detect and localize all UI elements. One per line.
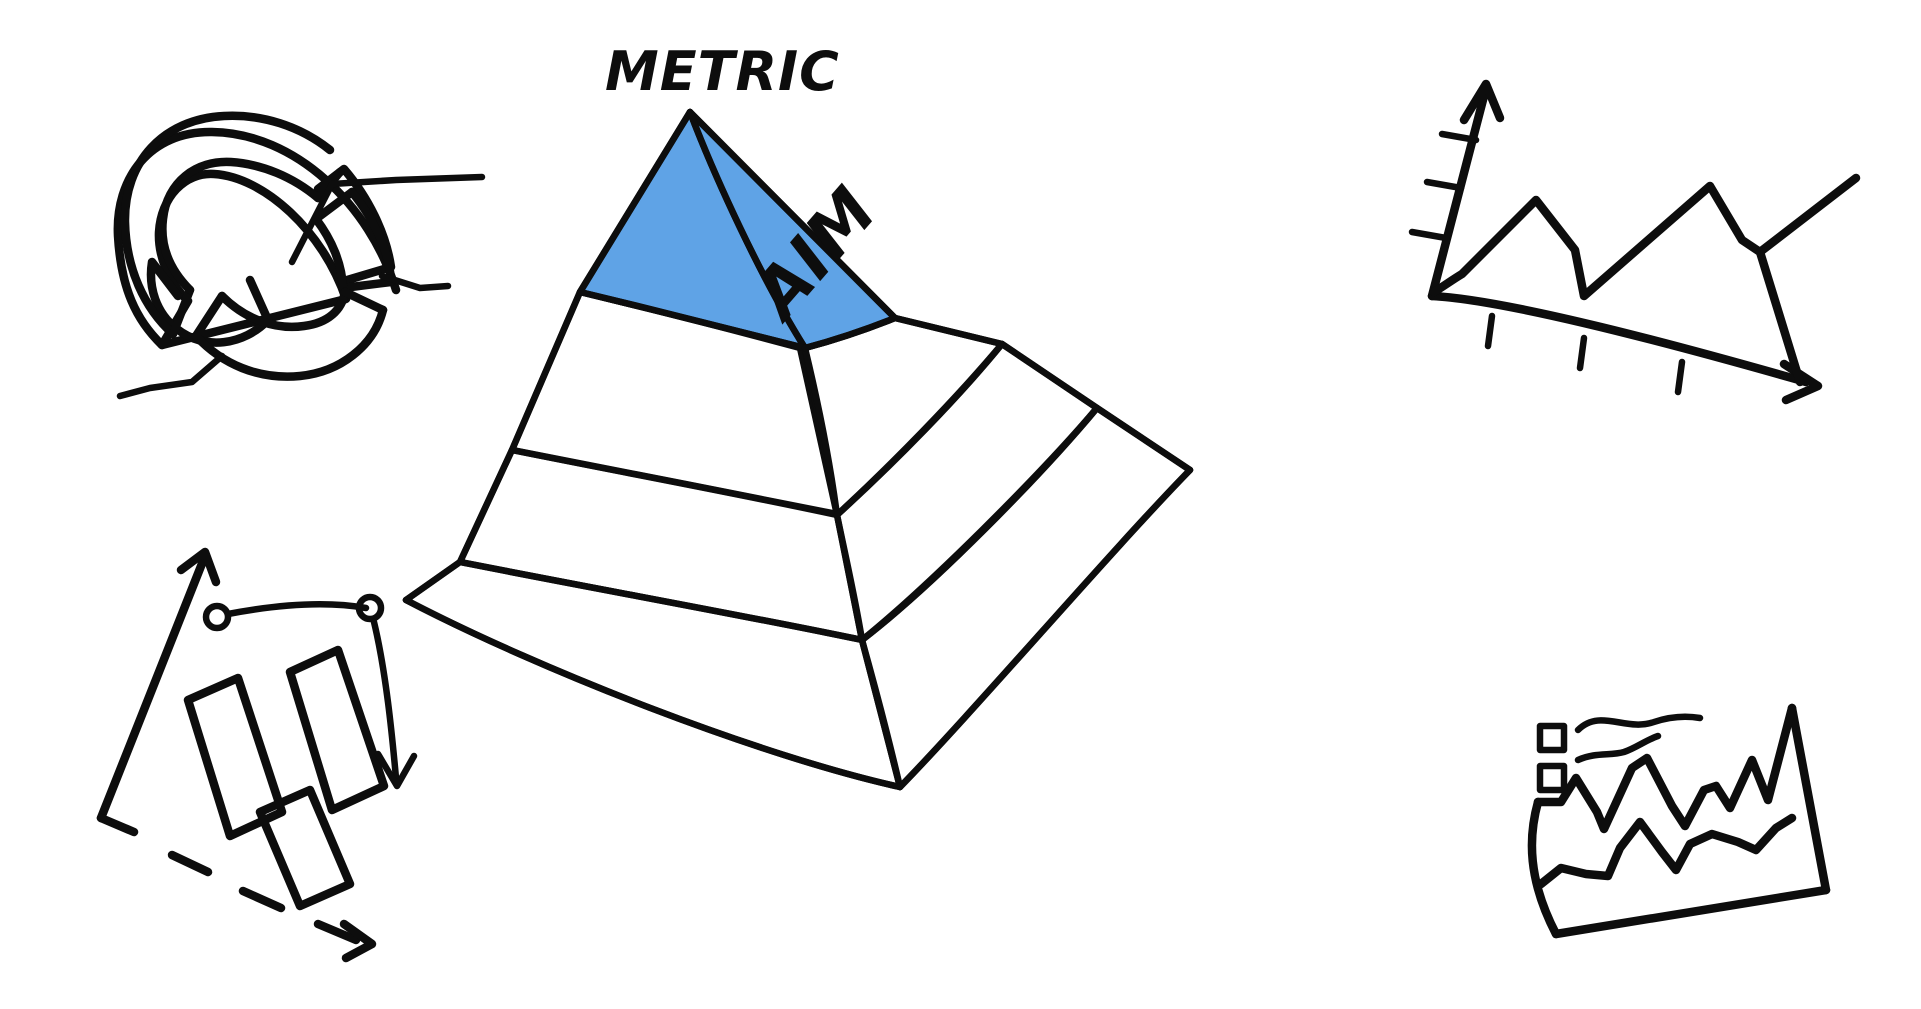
area-chart-doodle[interactable]	[1527, 703, 1831, 939]
donut-leader-line-3[interactable]	[116, 352, 226, 400]
line-chart-x-tick-1	[1484, 312, 1496, 350]
pyramid-divider-2-right	[833, 340, 1006, 519]
bar-chart-bar-1[interactable]	[183, 673, 287, 841]
area-chart-right-wall	[1787, 703, 1831, 895]
line-chart-series-line[interactable]	[1429, 173, 1861, 301]
donut-gap-bottom-left	[191, 291, 227, 341]
area-chart-legend-squiggle-1	[1574, 713, 1704, 734]
bar-chart-marker-1[interactable]	[202, 602, 232, 632]
line-chart-y-axis	[1427, 91, 1489, 301]
area-chart-legend-squiggle-2	[1574, 732, 1662, 764]
bar-chart-trend-line[interactable]	[224, 600, 370, 618]
line-chart-x-tick-3	[1674, 358, 1686, 396]
bar-chart-drop-arrow-shaft	[370, 618, 400, 782]
pyramid-base-left-edge	[402, 596, 904, 791]
donut-chart-doodle[interactable]	[113, 111, 486, 400]
pyramid-divider-3-left	[456, 558, 866, 644]
bar-chart-x-axis-dash-1	[96, 813, 139, 837]
line-chart-x-axis	[1427, 291, 1811, 387]
line-chart-y-tick-2	[1423, 178, 1465, 192]
line-chart-y-axis-arrowhead	[1459, 79, 1505, 125]
bar-chart-x-axis-dash-4	[313, 919, 361, 945]
bar-chart-doodle[interactable]	[96, 547, 418, 963]
donut-gap-right	[311, 187, 357, 224]
bar-chart-y-axis-arrowhead	[176, 547, 221, 587]
pyramid-divider-3-right	[858, 404, 1101, 644]
area-chart-series-2[interactable]	[1536, 813, 1797, 889]
donut-arc-outer-a	[120, 111, 335, 339]
donut-segment-1-body[interactable]	[154, 169, 351, 350]
area-chart-series-1[interactable]	[1533, 703, 1797, 834]
line-chart-y-tick-3	[1438, 130, 1480, 144]
line-chart-x-tick-2	[1576, 334, 1588, 372]
donut-gap-left	[168, 285, 195, 339]
pyramid-divider-2-left	[508, 446, 841, 519]
area-chart-baseline	[1551, 885, 1831, 939]
area-chart-legend-swatch-2[interactable]	[1536, 762, 1568, 794]
donut-leader-line-2[interactable]	[378, 272, 452, 292]
area-chart-left-wall	[1527, 797, 1561, 939]
line-chart-doodle[interactable]	[1408, 79, 1861, 405]
line-chart-series-tail[interactable]	[1755, 247, 1805, 387]
area-chart-legend-swatch-1[interactable]	[1536, 722, 1568, 754]
donut-segment-1[interactable]	[113, 127, 401, 350]
bar-chart-x-axis-dash-2	[167, 850, 213, 877]
bar-chart-x-axis-arrowhead	[339, 919, 377, 963]
donut-arc-inner-b	[311, 214, 348, 293]
pyramid-divider-1-right	[801, 314, 899, 352]
bar-chart-bar-3[interactable]	[255, 785, 355, 911]
pyramid-front-ridge	[686, 108, 904, 791]
donut-ring-outline	[120, 111, 396, 381]
bar-chart-drop-arrow-head	[374, 750, 418, 790]
bar-chart-bar-2[interactable]	[285, 645, 389, 815]
pyramid-apex-label: METRIC	[605, 40, 840, 103]
bar-chart-marker-2[interactable]	[355, 593, 385, 623]
line-chart-y-tick-1	[1408, 228, 1450, 242]
bar-chart-y-axis	[96, 551, 210, 823]
donut-gap-bottom-right	[340, 287, 388, 315]
metric-pyramid[interactable]: METRIC AIM	[402, 40, 1194, 791]
pyramid-divider-1-left	[576, 288, 809, 352]
bar-chart-x-axis-dash-3	[238, 886, 286, 913]
donut-arc-inner-a	[158, 157, 323, 295]
pyramid-base-right-edge	[896, 466, 1194, 791]
donut-leader-line-1[interactable]	[288, 173, 486, 266]
donut-arc-inner-c	[217, 287, 350, 332]
